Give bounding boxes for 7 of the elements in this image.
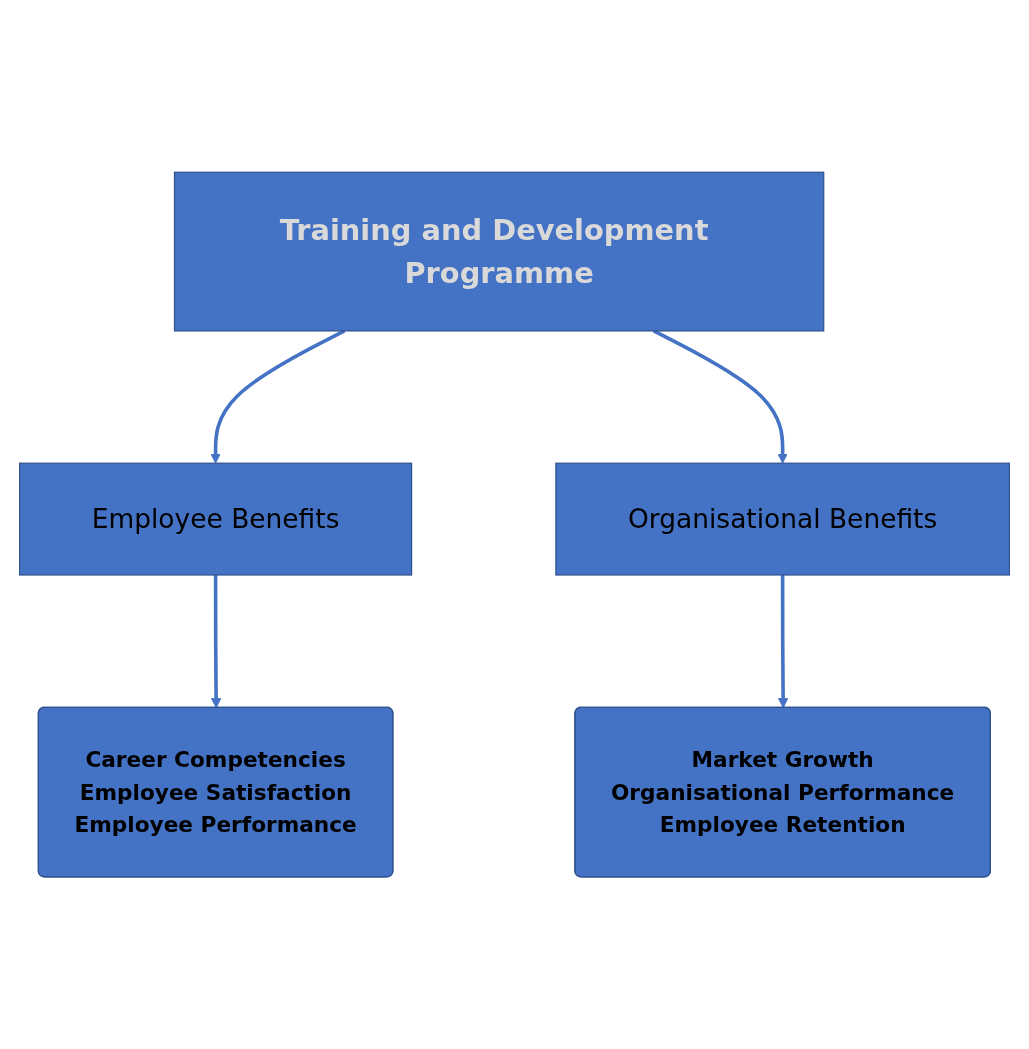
arrow [777, 575, 789, 709]
node-box: Organisational Benefits [555, 462, 1010, 576]
arrow [210, 575, 222, 709]
node-box: Employee Benefits [19, 462, 413, 576]
node-box: Training and Development Programme [173, 171, 825, 332]
arrow [210, 329, 346, 464]
arrow [652, 329, 788, 464]
